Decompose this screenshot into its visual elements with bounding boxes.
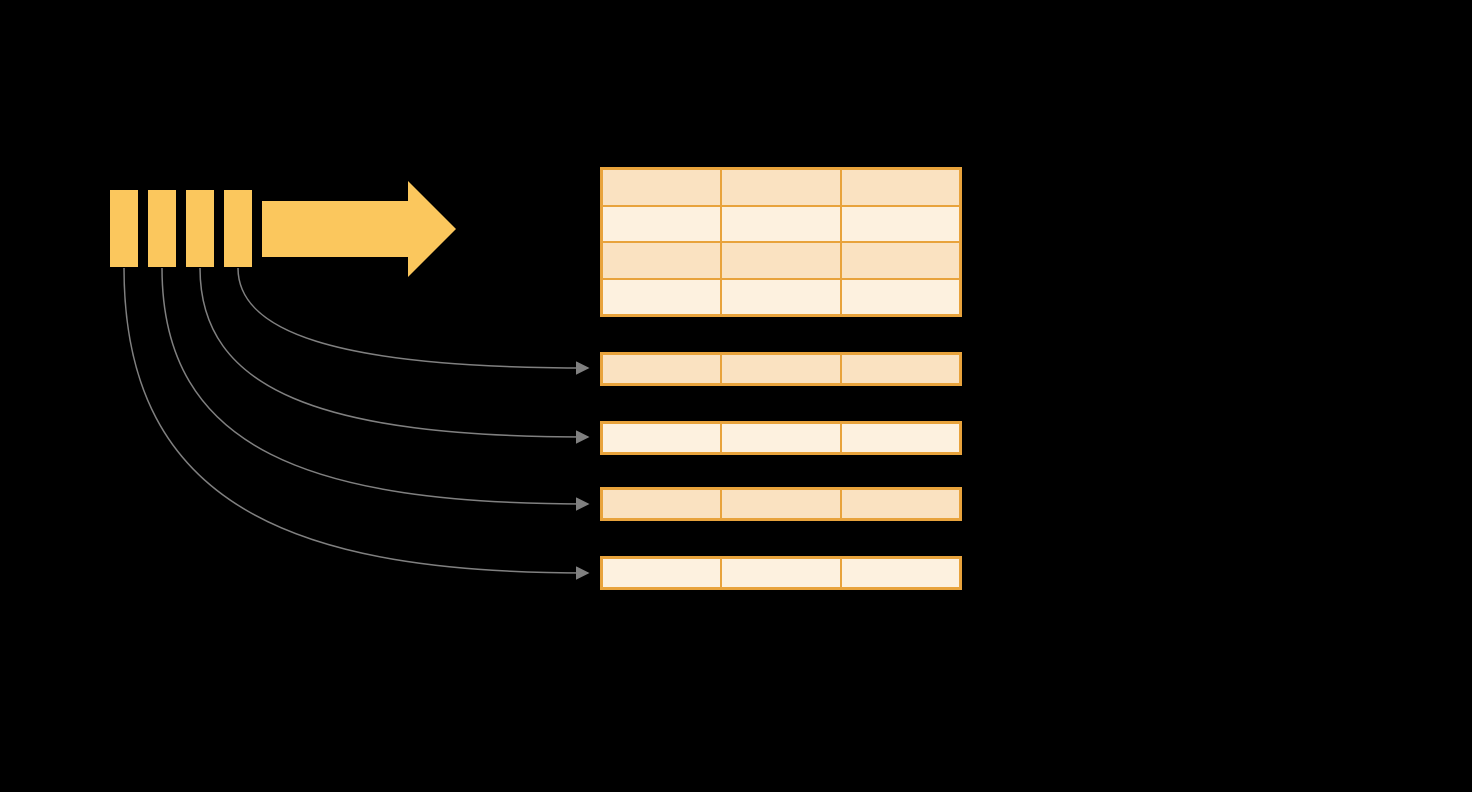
table-cell <box>721 354 841 384</box>
table-cell <box>721 242 841 279</box>
table-cell <box>840 205 960 242</box>
table-cell <box>840 354 960 384</box>
connector-chunk4-to-row1 <box>237 267 590 375</box>
row-table-3 <box>600 487 962 521</box>
table-cell <box>721 489 841 519</box>
chunk-block-2 <box>148 190 176 267</box>
table-cell <box>721 205 841 242</box>
chunk-block-1 <box>110 190 138 267</box>
table-cell <box>602 169 722 206</box>
connector-chunk1-to-row4 <box>123 267 590 580</box>
table-cell <box>840 558 960 588</box>
table-cell <box>602 558 722 588</box>
chunk-block-3 <box>186 190 214 267</box>
table-cell <box>840 278 960 315</box>
table-cell <box>721 169 841 206</box>
table-cell <box>840 242 960 279</box>
table-cell <box>602 278 722 315</box>
table-cell <box>602 205 722 242</box>
connector-chunk3-to-row2 <box>199 267 590 444</box>
table-cell <box>602 354 722 384</box>
table-cell <box>840 423 960 453</box>
chunk-block-4 <box>224 190 252 267</box>
table-cell <box>602 242 722 279</box>
table-cell <box>721 558 841 588</box>
right-arrow-icon <box>262 181 456 277</box>
row-table-2 <box>600 421 962 455</box>
table-cell <box>602 423 722 453</box>
table-cell <box>721 423 841 453</box>
connector-chunk2-to-row3 <box>161 267 590 511</box>
table-cell <box>602 489 722 519</box>
main-table <box>600 167 962 317</box>
row-table-4 <box>600 556 962 590</box>
table-cell <box>721 278 841 315</box>
table-cell <box>840 489 960 519</box>
table-cell <box>840 169 960 206</box>
row-table-1 <box>600 352 962 386</box>
